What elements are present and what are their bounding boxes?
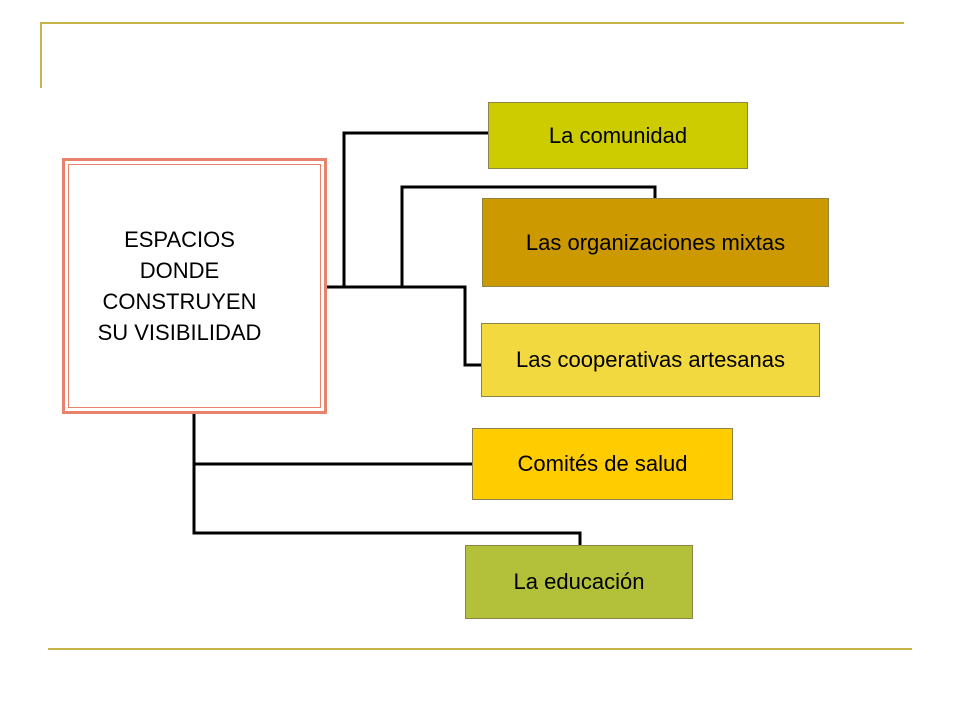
root-label: ESPACIOS DONDE CONSTRUYEN SU VISIBILIDAD xyxy=(98,224,292,348)
node-label: La comunidad xyxy=(548,122,688,148)
connector-root-trunk xyxy=(327,285,481,367)
connector-comunidad xyxy=(342,131,488,287)
node-la-educacion: La educación xyxy=(465,545,693,619)
bottom-decorative-line xyxy=(48,648,912,650)
connector-mixtas xyxy=(400,185,657,287)
node-label: La educación xyxy=(513,569,645,594)
node-label: Las organizaciones mixtas xyxy=(525,229,786,255)
node-label: Las cooperativas artesanas xyxy=(515,347,786,372)
root-label-line: CONSTRUYEN xyxy=(102,289,257,314)
node-cooperativas-artesanas: Las cooperativas artesanas xyxy=(481,323,820,397)
root-label-line: SU VISIBILIDAD xyxy=(97,320,262,345)
root-label-line: ESPACIOS xyxy=(124,227,235,252)
root-node: ESPACIOS DONDE CONSTRUYEN SU VISIBILIDAD xyxy=(62,158,327,414)
connector-bottom-trunk xyxy=(192,414,582,545)
node-organizaciones-mixtas: Las organizaciones mixtas xyxy=(482,198,829,287)
node-comites-de-salud: Comités de salud xyxy=(472,428,733,500)
node-label: Comités de salud xyxy=(517,451,688,476)
node-la-comunidad: La comunidad xyxy=(488,102,748,169)
left-decorative-line xyxy=(40,22,42,88)
top-decorative-line xyxy=(40,22,904,24)
root-label-line: DONDE xyxy=(139,258,220,283)
